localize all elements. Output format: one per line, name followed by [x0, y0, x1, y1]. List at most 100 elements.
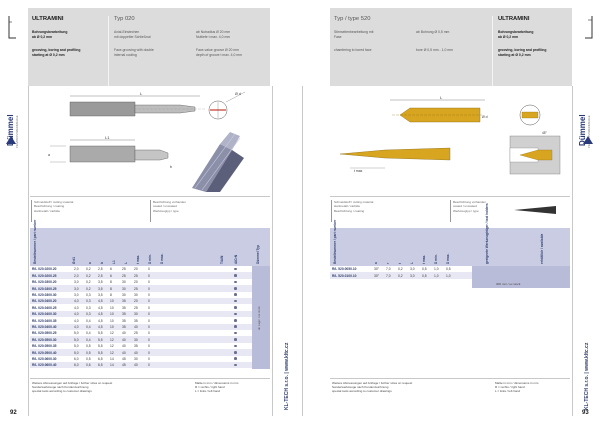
- drill-thumbnail-icon: [514, 206, 556, 214]
- divider: [330, 196, 570, 197]
- header-line: ab Ø 0,2 mm: [498, 35, 519, 39]
- table-cell: 1,0: [446, 273, 451, 278]
- right-header: Typ / type 520 Stirnseitenbearbeitung mi…: [330, 8, 572, 86]
- footer-block: Weitere Abmessungen auf Anfrage / furthe…: [332, 381, 442, 394]
- table-cell: 10: [110, 305, 114, 310]
- footer-block: Maße in mm / dimensions in mm R = rechts…: [195, 381, 270, 394]
- table-column-header: a: [374, 262, 378, 264]
- availability-dot-icon: [234, 325, 237, 329]
- table-column-header: D max.: [160, 253, 164, 264]
- info-line: coated / uncoated: [453, 204, 477, 209]
- left-brand-bar: Dümmel PRÄZISIONSWERKZEUGE: [4, 86, 26, 234]
- info-bar: [450, 200, 451, 222]
- table-column-header: geeignete Werkzeugträger / tool holders: [485, 203, 489, 264]
- info-bar: [331, 200, 332, 222]
- availability-dot-icon: [234, 357, 237, 361]
- header-title-ultramini: ULTRAMINI: [32, 16, 64, 22]
- table-cell: 6,0: [74, 356, 79, 361]
- header-line-en: grooving, boring and profiling: [32, 48, 81, 52]
- table-cell: 30: [134, 312, 138, 317]
- info-line: Schneidstoff / cutting material: [334, 200, 374, 204]
- left-header: ULTRAMINI Bohrungsbearbeitung ab Ø 0,2 m…: [28, 8, 270, 86]
- table-cell: 0: [148, 286, 150, 291]
- table-cell: 40: [134, 350, 138, 355]
- table-column-header: L1: [112, 260, 116, 264]
- part-number-cell: R/L 020.0400.30: [32, 312, 57, 317]
- table-cell: 25: [122, 273, 126, 278]
- dim-label-l: L: [140, 91, 143, 96]
- availability-dot-icon: [234, 274, 237, 277]
- header-separator: [108, 16, 109, 86]
- table-cell: 0,5: [422, 273, 427, 278]
- table-cell: 0: [148, 363, 150, 368]
- header-line-en: Face-value groove Ø 20 mm: [196, 48, 239, 52]
- table-column-header: t max.: [422, 254, 426, 264]
- dim-label-d: Ø d: [482, 115, 488, 119]
- table-cell: 45: [122, 363, 126, 368]
- availability-dot-icon: [234, 312, 237, 316]
- table-cell: 45: [122, 356, 126, 361]
- table-cell: 4,0: [74, 299, 79, 304]
- availability-dot-icon: [234, 363, 237, 367]
- table-cell: 5,0: [74, 350, 79, 355]
- table-cell: 0,2: [86, 267, 91, 272]
- info-line: coated / uncoated: [153, 204, 177, 209]
- table-cell: 0: [148, 337, 150, 342]
- table-cell: 0: [148, 292, 150, 297]
- company-url[interactable]: KL-TECH s.r.o. | www.kltc.cz: [284, 342, 290, 410]
- table-cell: 8: [110, 286, 112, 291]
- table-cell: 35: [122, 305, 126, 310]
- table-cell: 10: [110, 299, 114, 304]
- table-cell: 3,5: [98, 292, 103, 297]
- table-column-header: erhältlich / available: [540, 233, 544, 264]
- table-cell: 3,0: [74, 292, 79, 297]
- company-url[interactable]: KL-TECH s.r.o. | www.kltc.cz: [584, 342, 590, 410]
- left-tool-diagram: L Ø d L1 a b: [48, 91, 258, 192]
- stock-note: ab Lager / ex stock: [257, 306, 261, 330]
- table-cell: 0: [148, 324, 150, 329]
- footer-block: Maße in mm / dimensions in mm R = rechts…: [495, 381, 570, 394]
- table-column-header: r: [386, 262, 390, 264]
- table-cell: 25: [134, 331, 138, 336]
- tool-photo: [180, 128, 258, 192]
- table-cell: 14: [110, 356, 114, 361]
- table-cell: 25: [134, 273, 138, 278]
- table-column-header: Dümmel Typ: [256, 245, 260, 264]
- brand-triangle-icon: [583, 136, 593, 144]
- table-cell: 0: [148, 312, 150, 317]
- table-cell: 3,0: [74, 286, 79, 291]
- table-cell: 30°: [374, 273, 379, 278]
- stock-column: [252, 266, 270, 369]
- header-line-en: starting at Ø 0,2 mm: [32, 53, 65, 57]
- availability-dot-icon: [234, 287, 237, 290]
- availability-dot-icon: [234, 338, 237, 341]
- part-number-cell: R/L 020.0300.25: [32, 286, 57, 291]
- part-number-cell: R/L 020.0600.40: [32, 363, 57, 368]
- table-cell: 3,0: [74, 280, 79, 285]
- part-number-cell: R/L 020.0400.20: [32, 299, 57, 304]
- table-cell: 4,0: [74, 305, 79, 310]
- header-type-title: Typ / type 520: [334, 16, 371, 22]
- table-column-header: b: [100, 262, 104, 264]
- info-line: Beschichtung / coating: [334, 208, 365, 213]
- table-cell: 3,5: [98, 286, 103, 291]
- footer-line: Maße in mm / dimensions in mm: [195, 381, 239, 385]
